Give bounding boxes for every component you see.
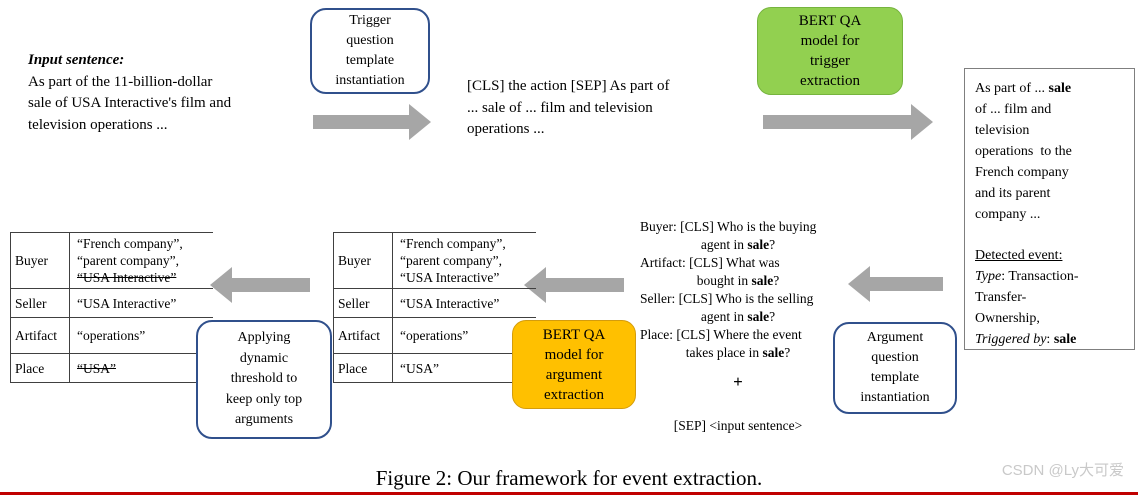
- flow-arrow-left-2-icon: [524, 267, 624, 303]
- bert-trigger-box: BERT QA model for trigger extraction: [757, 7, 903, 95]
- bottom-red-rule: [0, 492, 1138, 495]
- table-row: Seller“USA Interactive”: [333, 288, 536, 318]
- argument-template-box: Argument question template instantiation: [833, 322, 957, 414]
- role-label: Place: [333, 353, 393, 383]
- role-values: “operations”: [69, 317, 213, 354]
- role-label: Buyer: [10, 232, 70, 289]
- role-values: “French company”,“parent company”,“USA I…: [69, 232, 213, 289]
- table-row: Seller“USA Interactive”: [10, 288, 213, 318]
- input-sentence-text: As part of the 11-billion-dollar sale of…: [28, 73, 232, 133]
- table-row: Artifact“operations”: [333, 317, 536, 354]
- threshold-label: Applying dynamic threshold to keep only …: [225, 330, 303, 428]
- trigger-template-label: Trigger question template instantiation: [335, 13, 405, 88]
- figure-caption: Figure 2: Our framework for event extrac…: [375, 466, 763, 490]
- table-row: Artifact“operations”: [10, 317, 213, 354]
- trigger-template-box: Trigger question template instantiation: [310, 8, 430, 94]
- trigger-qa-input-text: [CLS] the action [SEP] As part of ... sa…: [467, 78, 670, 137]
- threshold-box: Applying dynamic threshold to keep only …: [196, 320, 332, 439]
- role-label: Place: [10, 353, 70, 383]
- role-values: “USA”: [69, 353, 213, 383]
- table-row: Buyer“French company”,“parent company”,“…: [10, 232, 213, 289]
- plus-sign: +: [733, 372, 743, 391]
- csdn-watermark: CSDN @Ly大可爱: [1001, 462, 1124, 479]
- flow-arrow-left-3-icon: [848, 266, 943, 302]
- flow-arrow-left-1-icon: [210, 267, 310, 303]
- role-label: Buyer: [333, 232, 393, 289]
- flow-arrow-right-2-icon: [763, 104, 933, 140]
- bert-argument-box: BERT QA model for argument extraction: [512, 320, 636, 409]
- input-sentence-label: Input sentence:: [28, 52, 125, 68]
- table-row: Place“USA”: [333, 353, 536, 383]
- role-values: “French company”,“parent company”,“USA I…: [392, 232, 536, 289]
- sep-input-sentence-text: [SEP] <input sentence>: [673, 418, 803, 433]
- final-arguments-table: Buyer“French company”,“parent company”,“…: [10, 232, 213, 383]
- table-row: Place“USA”: [10, 353, 213, 383]
- role-label: Artifact: [333, 317, 393, 354]
- flow-arrow-right-1-icon: [313, 104, 431, 140]
- role-label: Seller: [333, 288, 393, 318]
- input-sentence-block: Input sentence: As part of the 11-billio…: [28, 50, 298, 136]
- role-values: “USA Interactive”: [69, 288, 213, 318]
- role-label: Seller: [10, 288, 70, 318]
- role-label: Artifact: [10, 317, 70, 354]
- role-values: “USA Interactive”: [392, 288, 536, 318]
- bert-argument-label: BERT QA model for argument extraction: [542, 326, 606, 403]
- detected-event-text: Detected event:Type: Transaction-Transfe…: [975, 248, 1079, 347]
- candidate-arguments-table: Buyer“French company”,“parent company”,“…: [333, 232, 536, 383]
- argument-template-label: Argument question template instantiation: [860, 330, 930, 405]
- bert-trigger-label: BERT QA model for trigger extraction: [798, 13, 862, 89]
- table-row: Buyer“French company”,“parent company”,“…: [333, 232, 536, 289]
